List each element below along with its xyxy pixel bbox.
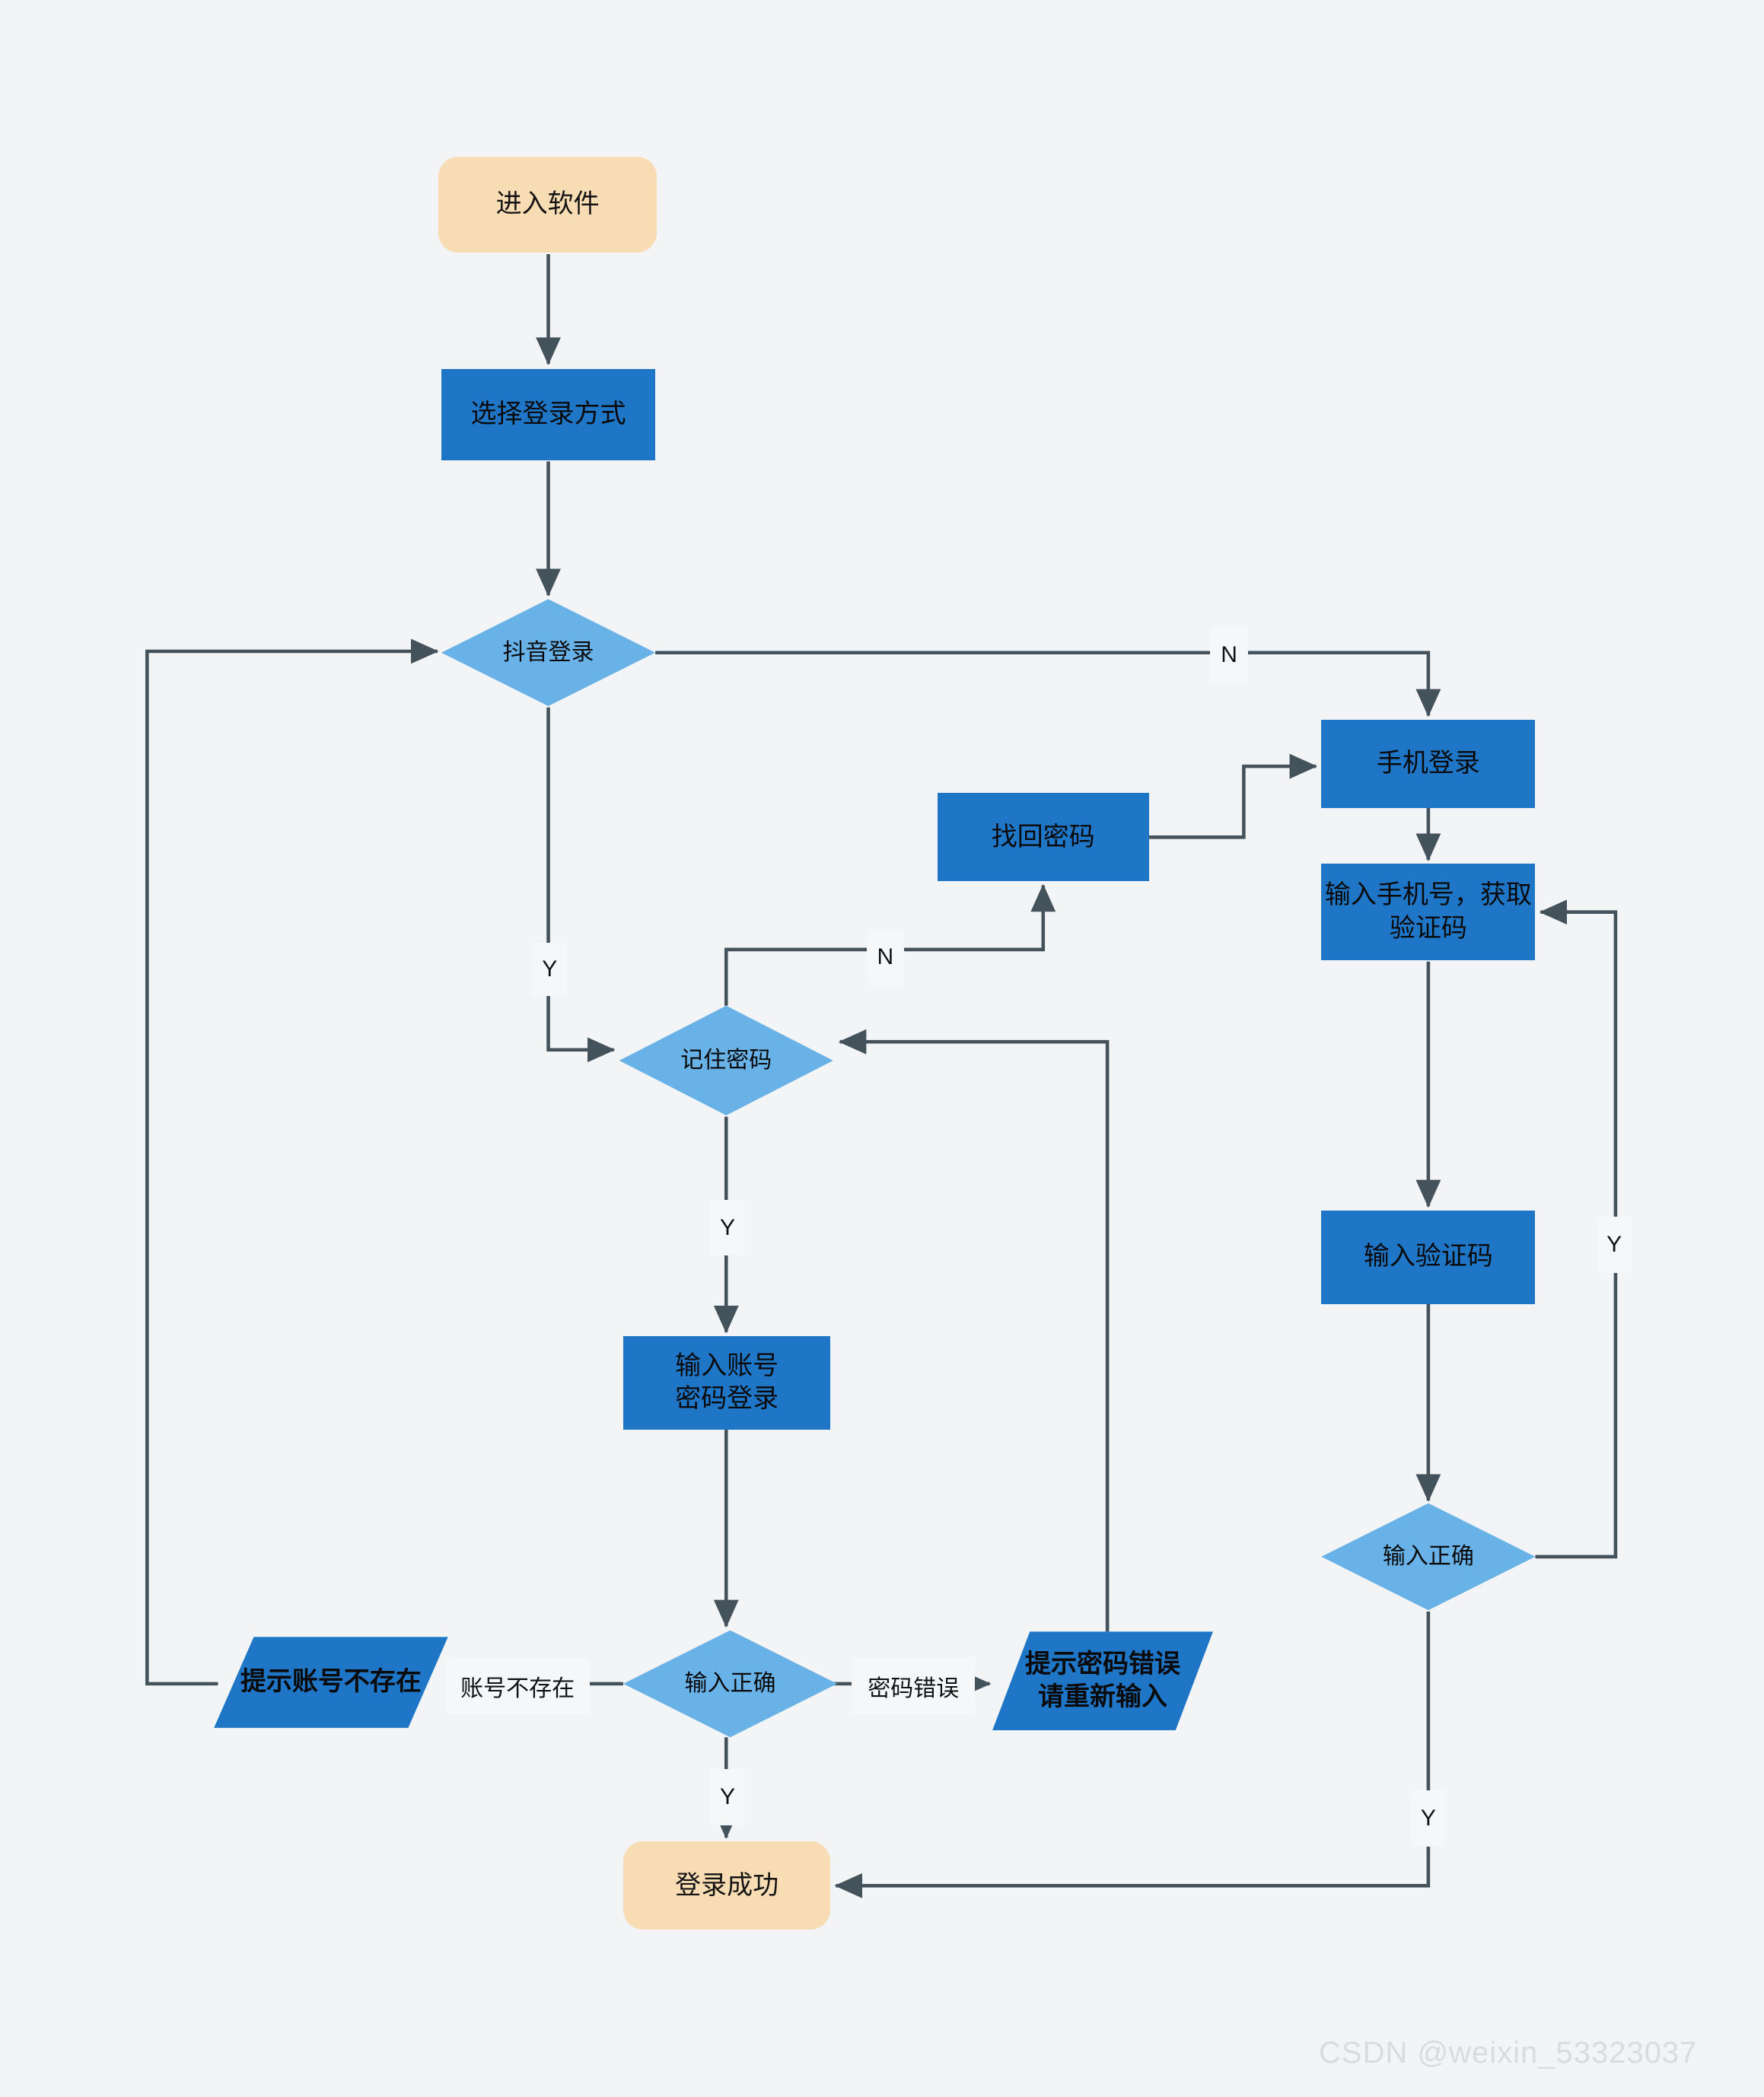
node-label: 抖音登录 <box>502 639 594 665</box>
node-wrongpwd[interactable]: 提示密码错误 请重新输入 <box>992 1631 1213 1731</box>
node-label: 找回密码 <box>991 822 1095 851</box>
node-entercode[interactable]: 输入验证码 <box>1321 1210 1536 1304</box>
node-label: 手机登录 <box>1376 748 1480 778</box>
edge-label-n-remember: N <box>866 929 904 986</box>
node-start[interactable]: 进入软件 <box>438 156 657 253</box>
edge-label-badpwd: 密码错误 <box>852 1658 976 1715</box>
node-douyin[interactable]: 抖音登录 <box>441 599 656 707</box>
node-label: 进入软件 <box>495 189 600 219</box>
node-choose[interactable]: 选择登录方式 <box>441 369 656 460</box>
node-label: 输入正确 <box>1382 1543 1474 1569</box>
edge-label-y-code: Y <box>1597 1217 1632 1274</box>
edge-label-y-right: Y <box>710 1769 745 1826</box>
node-accountlogin[interactable]: 输入账号 密码登录 <box>622 1335 831 1430</box>
node-label: 提示账号不存在 <box>240 1667 422 1697</box>
node-remember[interactable]: 记住密码 <box>619 1005 833 1115</box>
node-label: 选择登录方式 <box>470 399 626 429</box>
node-label: 输入正确 <box>684 1670 776 1696</box>
node-findpwd[interactable]: 找回密码 <box>937 793 1149 882</box>
parallelogram-shape <box>214 1637 448 1728</box>
parallelogram-shape <box>992 1631 1213 1731</box>
edge-label-noacct: 账号不存在 <box>445 1658 590 1715</box>
node-label: 输入手机号，获取 验证码 <box>1324 880 1532 943</box>
edge-label-y-douyin: Y <box>532 943 568 997</box>
node-noaccount[interactable]: 提示账号不存在 <box>214 1637 448 1728</box>
edge-label-n-douyin: N <box>1210 627 1248 684</box>
node-label: 输入账号 密码登录 <box>675 1351 779 1414</box>
node-getcode[interactable]: 输入手机号，获取 验证码 <box>1321 864 1536 960</box>
csdn-watermark: CSDN @weixin_53323037 <box>1319 2036 1698 2070</box>
node-success[interactable]: 登录成功 <box>622 1841 831 1930</box>
node-label: 登录成功 <box>675 1870 779 1900</box>
node-label: 提示密码错误 请重新输入 <box>1024 1649 1180 1712</box>
node-rightcode[interactable]: 输入正确 <box>1321 1503 1536 1611</box>
node-rightacct[interactable]: 输入正确 <box>622 1630 838 1738</box>
edge-label-y-remember: Y <box>710 1199 745 1256</box>
node-label: 记住密码 <box>680 1047 772 1073</box>
node-phone[interactable]: 手机登录 <box>1321 719 1536 808</box>
edge-label-y-phone: Y <box>1411 1790 1446 1847</box>
node-label: 输入验证码 <box>1363 1242 1493 1271</box>
